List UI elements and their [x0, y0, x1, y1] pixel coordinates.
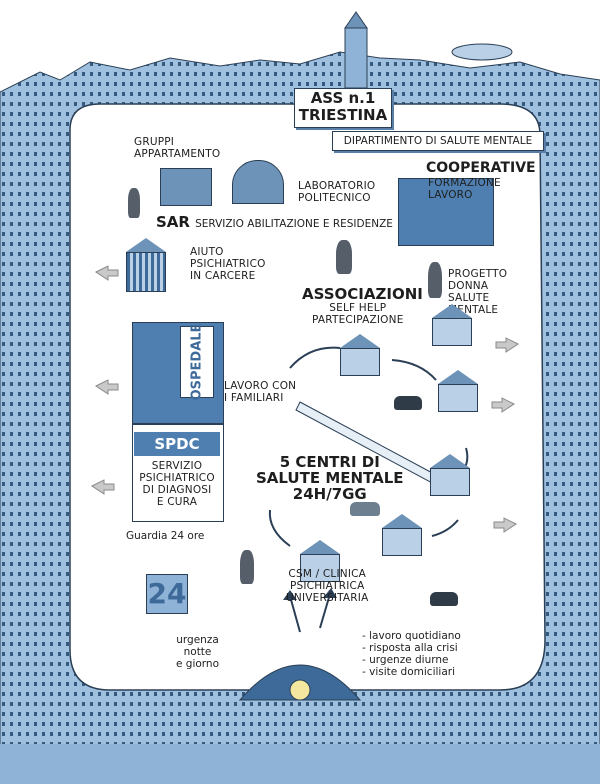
list-item: - urgenze diurne	[362, 654, 449, 666]
centro-house-2	[438, 370, 478, 412]
progetto-house	[432, 304, 472, 346]
org-name: ASS n.1	[310, 89, 376, 107]
cooperative-sub: FORMAZIONE LAVORO	[428, 177, 501, 201]
ospedale-sign: OSPEDALE	[180, 323, 214, 401]
guard-24: 24	[146, 574, 188, 614]
guard-person-icon	[240, 550, 254, 584]
org-name-2: TRIESTINA	[298, 106, 388, 124]
centri-title: 5 CENTRI DI SALUTE MENTALE 24h/7gg	[256, 453, 404, 503]
csm-label: CSM / CLINICA PSICHIATRICA UNIVERSITARIA	[286, 568, 369, 604]
car-icon-3	[430, 592, 458, 606]
woman-icon	[428, 262, 442, 298]
header-sign: ASS n.1 TRIESTINA	[294, 88, 392, 128]
guardia-label: Guardia 24 ore	[126, 530, 205, 542]
sar-full: SERVIZIO ABILITAZIONE E RESIDENZE	[195, 218, 393, 230]
urgenza-label: urgenza notte e giorno	[176, 634, 220, 670]
ospedale-label: OSPEDALE	[189, 323, 205, 401]
list-item: - lavoro quotidiano	[362, 630, 461, 642]
cooperative-building	[398, 178, 494, 246]
laboratorio-building	[232, 160, 284, 204]
aiuto-label: AIUTO PSICHIATRICO IN CARCERE	[190, 246, 266, 282]
spdc-header: SPDC	[134, 432, 220, 456]
centro-house-4	[382, 514, 422, 556]
dog-icon	[336, 240, 352, 274]
centro-house-3	[430, 454, 470, 496]
sar-abbr: SAR	[156, 213, 190, 231]
list-item: - visite domiciliari	[362, 666, 455, 678]
centro-house-1	[340, 334, 380, 376]
cooperative-title: COOPERATIVE	[426, 160, 536, 176]
associazioni-sub: SELF HELP PARTECIPAZIONE	[312, 302, 404, 326]
activities-list: - lavoro quotidiano - risposta alla cris…	[362, 630, 461, 678]
list-item: - risposta alla crisi	[362, 642, 458, 654]
carcere-house	[126, 238, 166, 292]
gruppi-building	[160, 168, 212, 206]
lavoro-familiari-label: LAVORO CON I FAMILIARI	[224, 380, 297, 404]
person-icon	[128, 188, 140, 218]
sar-line: SAR SERVIZIO ABILITAZIONE E RESIDENZE	[156, 212, 393, 231]
car-icon	[394, 396, 422, 410]
laboratorio-label: LABORATORIO POLITECNICO	[298, 180, 376, 204]
associazioni-title: ASSOCIAZIONI	[302, 285, 423, 303]
spdc-full: SERVIZIO PSICHIATRICO DI DIAGNOSI E CURA	[139, 460, 215, 508]
car-icon-2	[350, 502, 380, 516]
gruppi-label: GRUPPI APPARTAMENTO	[134, 136, 221, 160]
centro-house-5	[300, 540, 340, 582]
department-title: DIPARTIMENTO DI SALUTE MENTALE	[332, 131, 544, 151]
